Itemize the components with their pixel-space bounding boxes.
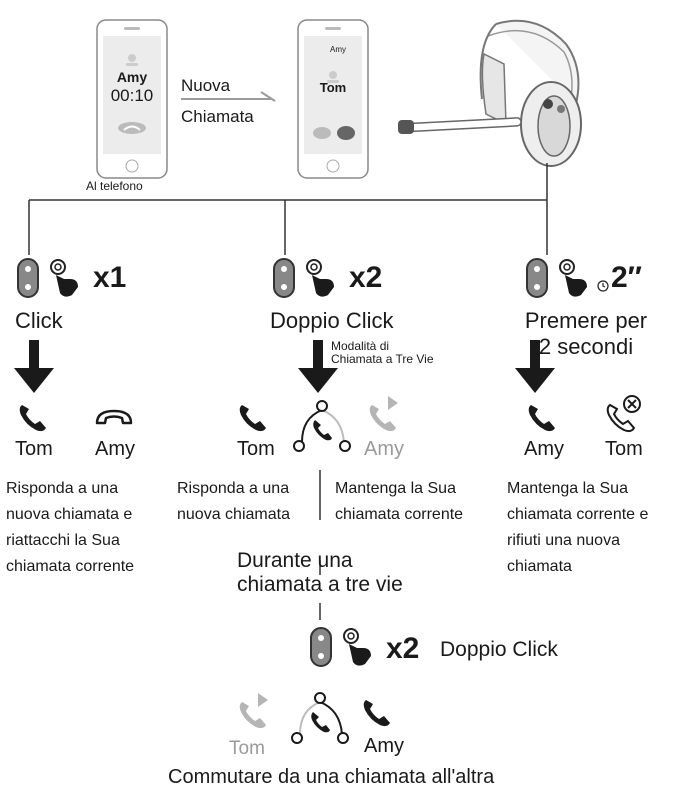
col2-sub-description: Commutare da una chiamata all'altra: [168, 766, 495, 788]
col2-during-label: Durante una chiamata a tre vie: [237, 549, 403, 596]
col2-sub-action: Doppio Click: [440, 638, 558, 661]
phone1-caption: Al telefono: [86, 179, 143, 193]
col2-mode-note: Modalità di Chiamata a Tre Vie: [331, 339, 434, 366]
col2-sub-name-1: Tom: [229, 738, 265, 759]
col3-name-1: Amy: [524, 438, 564, 460]
col2-name-2: Amy: [364, 438, 404, 460]
phone-incoming: [297, 19, 369, 179]
col1-name-2: Amy: [95, 438, 135, 460]
headset-button-press-icon: [526, 258, 587, 298]
col3-description: Mantenga la Sua chiamata corrente e rifi…: [507, 480, 649, 575]
clock-icon: [597, 280, 609, 292]
hold-call-icon: [369, 396, 398, 432]
col1-action: Click: [15, 308, 63, 333]
three-way-merge-icon: [293, 400, 351, 452]
col3-action: Premere per 2 secondi: [524, 308, 648, 359]
three-way-merge-icon: [291, 692, 349, 744]
phone1-timer: 00:10: [110, 86, 154, 105]
col2-sub-multiplier: x2: [386, 632, 420, 665]
phone1-caller: Amy: [116, 69, 148, 85]
col1-name-1: Tom: [15, 438, 53, 460]
answer-call-icon: [363, 700, 390, 727]
col3-multiplier: 2″: [611, 261, 643, 294]
phone2-caller: Tom: [319, 80, 347, 95]
col2-description-right: Mantenga la Sua chiamata corrente: [335, 480, 464, 523]
headset-button-press-icon: [310, 627, 371, 667]
col2-action: Doppio Click: [270, 308, 394, 333]
reject-call-icon: [606, 395, 641, 433]
headset-button-press-icon: [17, 258, 78, 298]
new-call-arrow: [181, 91, 276, 102]
col2-multiplier: x2: [349, 261, 383, 294]
col2-sub-name-2: Amy: [364, 735, 404, 757]
arrow-label-line1: Nuova: [181, 76, 231, 95]
hold-call-icon: [239, 693, 268, 729]
col2-description-left: Risponda a una nuova chiamata: [177, 480, 290, 523]
headset-button-press-icon: [273, 258, 334, 298]
answer-call-icon: [528, 405, 555, 432]
hang-up-icon: [95, 409, 133, 425]
col2-name-1: Tom: [237, 438, 275, 460]
headset-illustration: [398, 19, 582, 167]
arrow-label-line2: Chiamata: [181, 107, 254, 126]
col1-multiplier: x1: [93, 261, 127, 294]
col1-description: Risponda a una nuova chiamata e riattacc…: [6, 480, 135, 575]
phone2-incoming: Amy: [330, 45, 346, 54]
phone-on-call: [96, 19, 168, 179]
col3-name-2: Tom: [605, 438, 643, 460]
answer-call-icon: [19, 405, 46, 432]
answer-call-icon: [239, 405, 266, 432]
